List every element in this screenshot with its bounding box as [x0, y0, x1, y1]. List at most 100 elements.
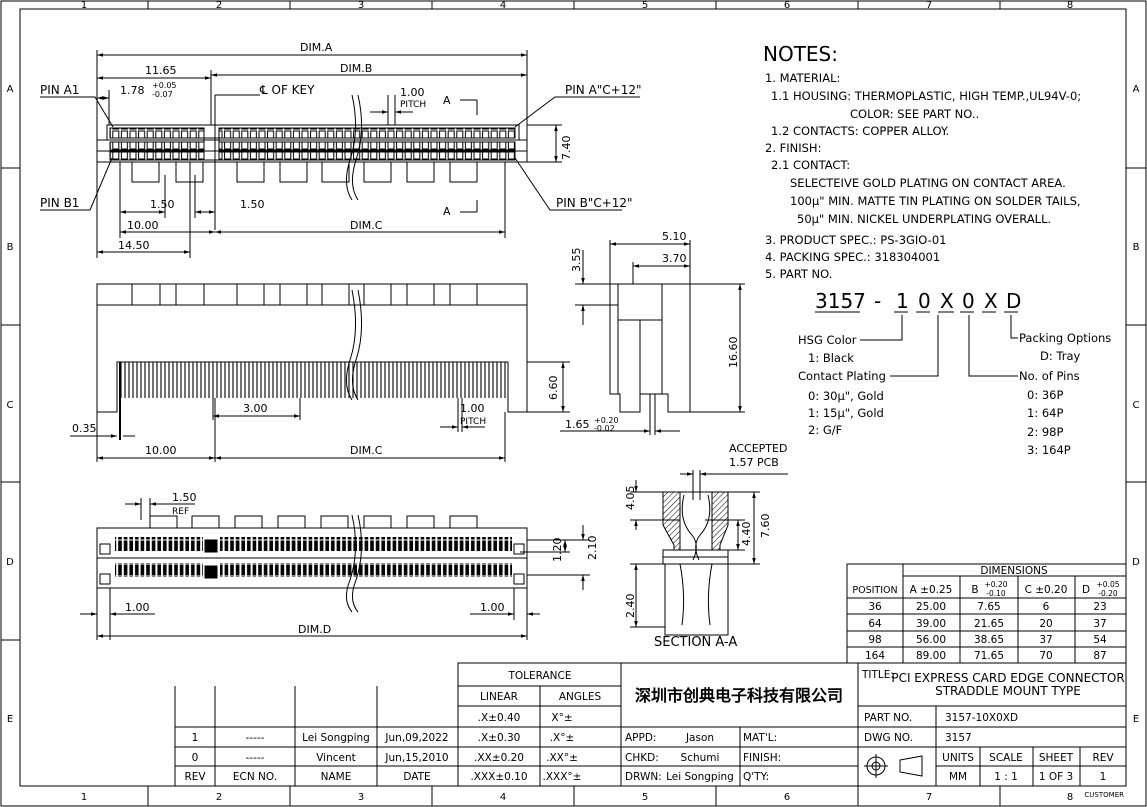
pitch-label: PITCH: [400, 100, 426, 110]
tolerance-title: TOLERANCE: [507, 670, 571, 682]
rev-cell: Jun,15,2010: [384, 752, 448, 764]
dim-cell: 70: [1039, 650, 1052, 662]
accepted-label: ACCEPTED: [729, 442, 787, 455]
note-line: 1.1 HOUSING: THERMOPLASTIC, HIGH TEMP.,U…: [771, 89, 1081, 103]
dim-d-tol-minus: -0.20: [1098, 589, 1118, 598]
appd-label: APPD:: [625, 732, 656, 744]
tolerance-cell: X°±: [551, 712, 572, 724]
dim-1-50-ref: 1.50: [172, 491, 197, 504]
row-label: D: [1132, 557, 1140, 568]
rev-cell: Jun,09,2022: [384, 732, 448, 744]
dim-b-tol-plus: +0.20: [985, 580, 1008, 589]
title-label: TITLE:: [861, 669, 894, 681]
note-line: 2.1 CONTACT:: [771, 158, 850, 172]
col-label: 2: [216, 0, 222, 11]
col-label: 2: [216, 792, 222, 803]
finish-label: FINISH:: [743, 752, 781, 764]
dim-1-20: 1.20: [551, 538, 564, 563]
dim-11-65: 11.65: [145, 64, 177, 77]
note-line: 1.2 CONTACTS: COPPER ALLOY.: [771, 124, 949, 138]
dim-cell: 87: [1093, 650, 1106, 662]
dim-d-tol-plus: +0.05: [1097, 580, 1120, 589]
dim-cell: 54: [1093, 634, 1107, 646]
col-label: 8: [1067, 0, 1073, 11]
dim-cell: 36: [868, 601, 882, 613]
tolerance-cell: .X±0.30: [478, 732, 521, 744]
scale-label: SCALE: [989, 752, 1023, 764]
row-label: C: [1133, 400, 1140, 411]
tolerance-cell: .XXX°±: [543, 771, 582, 783]
dim-1-65-tol-plus: +0.20: [594, 416, 619, 425]
part-char: 0: [962, 289, 975, 313]
col-label: 4: [500, 792, 506, 803]
drwn-name: Lei Songping: [666, 771, 734, 783]
pcb-label: 1.57 PCB: [729, 456, 779, 469]
note-line: SELECTEIVE GOLD PLATING ON CONTACT AREA.: [790, 176, 1066, 190]
part-char: X: [984, 289, 998, 313]
sheet-value: 1 OF 3: [1039, 771, 1073, 783]
side-view-labels: 5.10 3.70 3.55 16.60 1.65 +0.20 -0.02: [565, 230, 740, 433]
dimensions-table-grid: [846, 563, 1127, 664]
part-no-label: PART NO.: [864, 712, 912, 724]
row-label: A: [1133, 84, 1140, 95]
bottom-view-labels: 1.50 REF 2.10 1.20 1.00 1.00 DIM.D: [125, 491, 599, 636]
rev-cell: -----: [246, 752, 265, 764]
tolerance-cell: .XXX±0.10: [470, 771, 527, 783]
col-label: 6: [784, 0, 790, 11]
dwg-no-value: 3157: [945, 732, 972, 744]
dim-cell: 71.65: [974, 650, 1004, 662]
rev-header: DATE: [403, 771, 430, 783]
dim-4-05: 4.05: [624, 486, 637, 511]
sheet-label: SHEET: [1039, 752, 1074, 764]
hsg-black: 1: Black: [808, 351, 854, 365]
dim-1-50-right: 1.50: [240, 198, 265, 211]
rev-header: REV: [184, 771, 206, 783]
front-pitch-value: 1.00: [460, 402, 485, 415]
dim-cell: 23: [1093, 601, 1106, 613]
packing-options-label: Packing Options: [1019, 331, 1111, 345]
dim-6-60: 6.60: [547, 376, 560, 401]
dim-cell: 89.00: [916, 650, 946, 662]
pin-bc-label: PIN B"C+12": [556, 196, 633, 210]
dim-1-78-tol-plus: +0.05: [152, 81, 177, 90]
customer-label: CUSTOMER: [1084, 791, 1124, 799]
front-view: [70, 283, 570, 462]
part-char: X: [940, 289, 954, 313]
chkd-name: Schumi: [681, 752, 720, 764]
section-marker-bottom: A: [443, 205, 451, 218]
pin-option: 3: 164P: [1027, 443, 1071, 457]
col-label: 1: [81, 0, 87, 11]
col-label: 6: [784, 792, 790, 803]
col-label: 5: [642, 792, 648, 803]
col-label: 1: [81, 792, 87, 803]
col-label: 3: [358, 792, 364, 803]
row-label: E: [1133, 714, 1139, 725]
dim-cell: 164: [865, 650, 885, 662]
pin-b1-label: PIN B1: [40, 196, 79, 210]
dim-1-78-tol-minus: -0.07: [152, 90, 173, 99]
dim-header-c: C ±0.20: [1025, 584, 1068, 596]
dim-2-40: 2.40: [624, 594, 637, 619]
dim-cell: 6: [1043, 601, 1050, 613]
dim-10-00: 10.00: [127, 219, 159, 232]
note-line: 3. PRODUCT SPEC.: PS-3GIO-01: [765, 233, 946, 247]
tolerance-cell: .X±0.40: [478, 712, 521, 724]
top-view-labels: DIM.A DIM.B 11.65 1.78 +0.05 -0.07 ℄ OF …: [40, 41, 642, 252]
col-label: 5: [642, 0, 648, 11]
row-label: D: [6, 557, 14, 568]
dim-3-00: 3.00: [243, 402, 268, 415]
col-label: 8: [1067, 792, 1073, 803]
plating-option: 0: 30μ", Gold: [808, 389, 884, 403]
dim-5-10: 5.10: [662, 230, 687, 243]
scale-value: 1 : 1: [994, 771, 1018, 783]
dim-header-d: D: [1082, 584, 1090, 596]
appd-name: Jason: [685, 732, 714, 744]
section-view-labels: ACCEPTED 1.57 PCB 4.05 4.40 7.60 2.40 SE…: [624, 442, 787, 650]
dim-header-a: A ±0.25: [910, 584, 953, 596]
dim-7-60: 7.60: [759, 514, 772, 539]
pitch-value: 1.00: [400, 86, 425, 99]
company-name: 深圳市创典电子科技有限公司: [635, 686, 843, 705]
title-line1: PCI EXPRESS CARD EDGE CONNECTOR: [891, 671, 1124, 685]
part-char: D: [1006, 289, 1021, 313]
dim-7-40: 7.40: [560, 136, 573, 161]
